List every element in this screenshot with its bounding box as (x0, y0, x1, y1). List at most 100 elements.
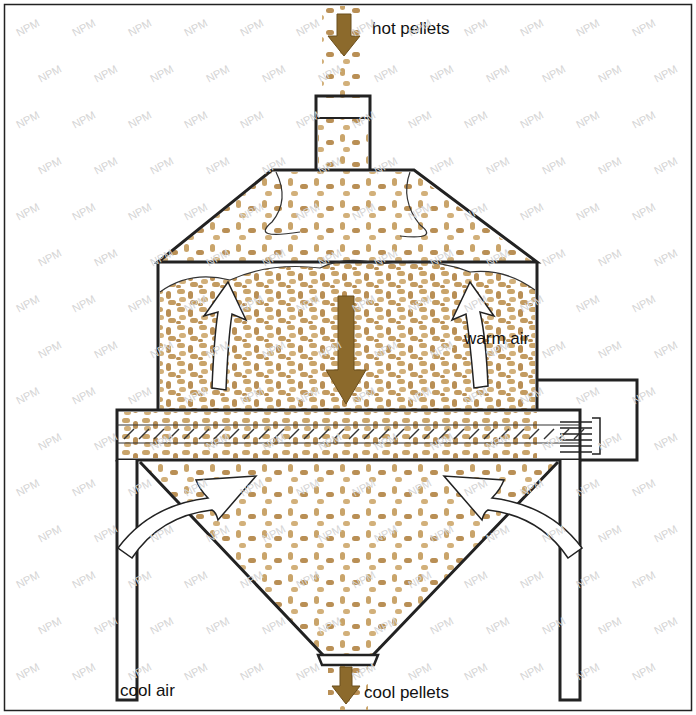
coil-turn (560, 445, 592, 447)
watermark: NPM (484, 615, 511, 637)
watermark: NPM (630, 17, 657, 39)
watermark: NPM (92, 523, 119, 545)
watermark: NPM (372, 63, 399, 85)
watermark: NPM (14, 477, 41, 499)
watermark: NPM (126, 293, 153, 315)
grate-slat (229, 429, 239, 439)
watermark: NPM (148, 615, 175, 637)
watermark: NPM (652, 615, 679, 637)
watermark: NPM (36, 615, 63, 637)
watermark: NPM (652, 155, 679, 177)
watermark: NPM (596, 63, 623, 85)
pellets-grate (119, 412, 537, 458)
watermark: NPM (70, 477, 97, 499)
watermark: NPM (70, 109, 97, 131)
drive-coil (560, 418, 600, 454)
watermark: NPM (70, 385, 97, 407)
watermark: NPM (204, 63, 231, 85)
watermark: NPM (204, 155, 231, 177)
grate-slat (349, 429, 359, 439)
watermark: NPM (462, 109, 489, 131)
watermark: NPM (182, 569, 209, 591)
pellet-bed (160, 260, 535, 410)
watermark: NPM (652, 63, 679, 85)
pellets-hood (160, 118, 533, 262)
watermark: NPM (238, 661, 265, 683)
watermark: NPM (70, 293, 97, 315)
watermark: NPM (14, 293, 41, 315)
watermark: NPM (36, 155, 63, 177)
watermark: NPM (462, 201, 489, 223)
watermark: NPM (70, 201, 97, 223)
grate-slat (529, 429, 539, 439)
watermark: NPM (596, 155, 623, 177)
grate-slat (364, 429, 374, 439)
grate-slat (139, 429, 149, 439)
watermark: NPM (92, 247, 119, 269)
watermark: NPM (148, 155, 175, 177)
grate-slat (514, 429, 524, 439)
watermark: NPM (462, 661, 489, 683)
watermark: NPM (540, 155, 567, 177)
flow-label: cool pellets (364, 684, 449, 703)
watermark: NPM (126, 17, 153, 39)
watermark: NPM (92, 155, 119, 177)
watermark: NPM (70, 17, 97, 39)
watermark: NPM (14, 109, 41, 131)
drive-unit (537, 380, 637, 460)
watermark: NPM (182, 201, 209, 223)
watermark: NPM (238, 109, 265, 131)
watermark: NPM (126, 109, 153, 131)
watermark: NPM (14, 385, 41, 407)
watermark: NPM (518, 661, 545, 683)
watermark: NPM (484, 155, 511, 177)
watermark: NPM (540, 431, 567, 453)
pile-contour (265, 172, 426, 237)
coil-turn (560, 421, 592, 423)
watermark: NPM (260, 615, 287, 637)
watermark: NPM (428, 155, 455, 177)
watermark: NPM (260, 63, 287, 85)
watermark: NPM (630, 661, 657, 683)
watermark: NPM (596, 247, 623, 269)
watermark: NPM (204, 615, 231, 637)
grate-slat (244, 429, 254, 439)
grate-slat (184, 429, 194, 439)
watermark: NPM (36, 339, 63, 361)
watermark: NPM (652, 431, 679, 453)
watermark: NPM (630, 569, 657, 591)
coil-turn (560, 427, 592, 429)
watermark: NPM (652, 247, 679, 269)
watermark: NPM (652, 523, 679, 545)
pellet-stream (322, 6, 366, 98)
coil-turn (560, 451, 592, 453)
watermark: NPM (36, 63, 63, 85)
watermark: NPM (14, 201, 41, 223)
watermark: NPM (294, 661, 321, 683)
watermark: NPM (148, 247, 175, 269)
watermark: NPM (92, 63, 119, 85)
grate-slat (454, 429, 464, 439)
watermark: NPM (70, 569, 97, 591)
watermark: NPM (36, 431, 63, 453)
watermark: NPM (630, 385, 657, 407)
watermark: NPM (92, 431, 119, 453)
watermark: NPM (36, 523, 63, 545)
watermark: NPM (462, 17, 489, 39)
grate-rail (117, 424, 580, 425)
watermark: NPM (462, 569, 489, 591)
watermark: NPM (518, 569, 545, 591)
watermark: NPM (540, 63, 567, 85)
watermark: NPM (406, 109, 433, 131)
watermark: NPM (14, 661, 41, 683)
watermark: NPM (36, 247, 63, 269)
watermark: NPM (540, 339, 567, 361)
watermark: NPM (518, 201, 545, 223)
watermark: NPM (574, 293, 601, 315)
cooler-hood (158, 170, 537, 262)
watermark: NPM (182, 661, 209, 683)
watermark: NPM (294, 17, 321, 39)
watermark: NPM (518, 109, 545, 131)
watermark: NPM (630, 201, 657, 223)
watermark: NPM (484, 63, 511, 85)
